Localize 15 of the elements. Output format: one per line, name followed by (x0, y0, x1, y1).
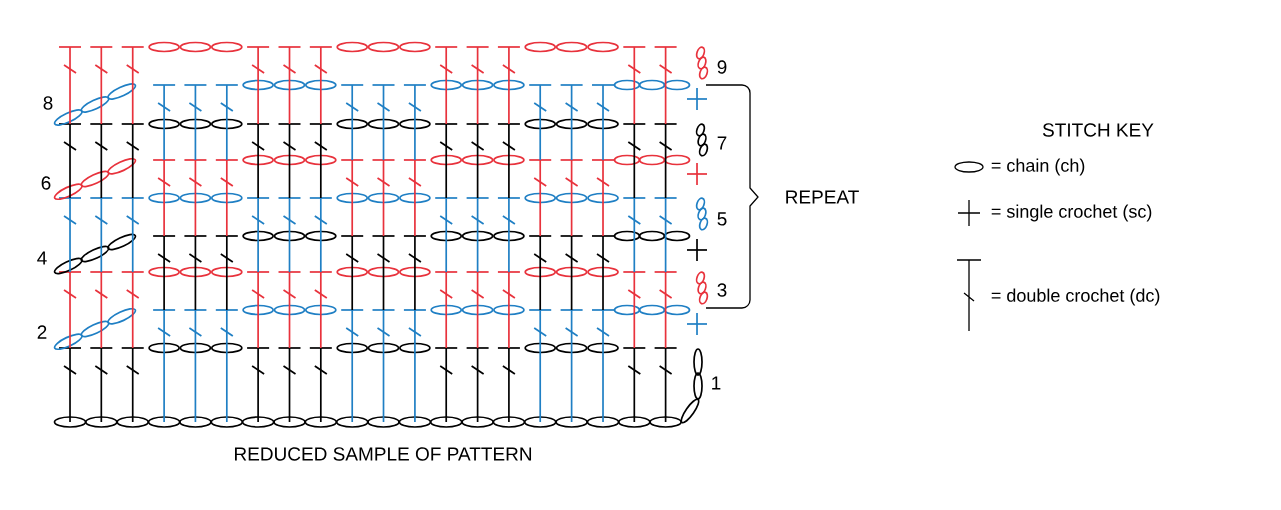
caption: REDUCED SAMPLE OF PATTERN (235, 447, 531, 461)
row-number: 6 (41, 176, 51, 190)
legend-text: = chain (ch) (991, 158, 1085, 176)
legend-text: = single crochet (sc) (991, 204, 1152, 222)
row-number: 8 (43, 96, 53, 110)
repeat-label: REPEAT (786, 190, 859, 204)
row-number: 7 (717, 136, 727, 150)
row-number: 1 (712, 376, 721, 390)
row-number: 2 (37, 325, 47, 339)
row-number: 4 (37, 251, 47, 265)
key-heading: STITCH KEY (1042, 123, 1154, 137)
row-number: 3 (717, 283, 727, 297)
row-number: 5 (717, 212, 727, 226)
legend-text: = double crochet (dc) (991, 288, 1160, 306)
row-number: 9 (717, 60, 727, 74)
